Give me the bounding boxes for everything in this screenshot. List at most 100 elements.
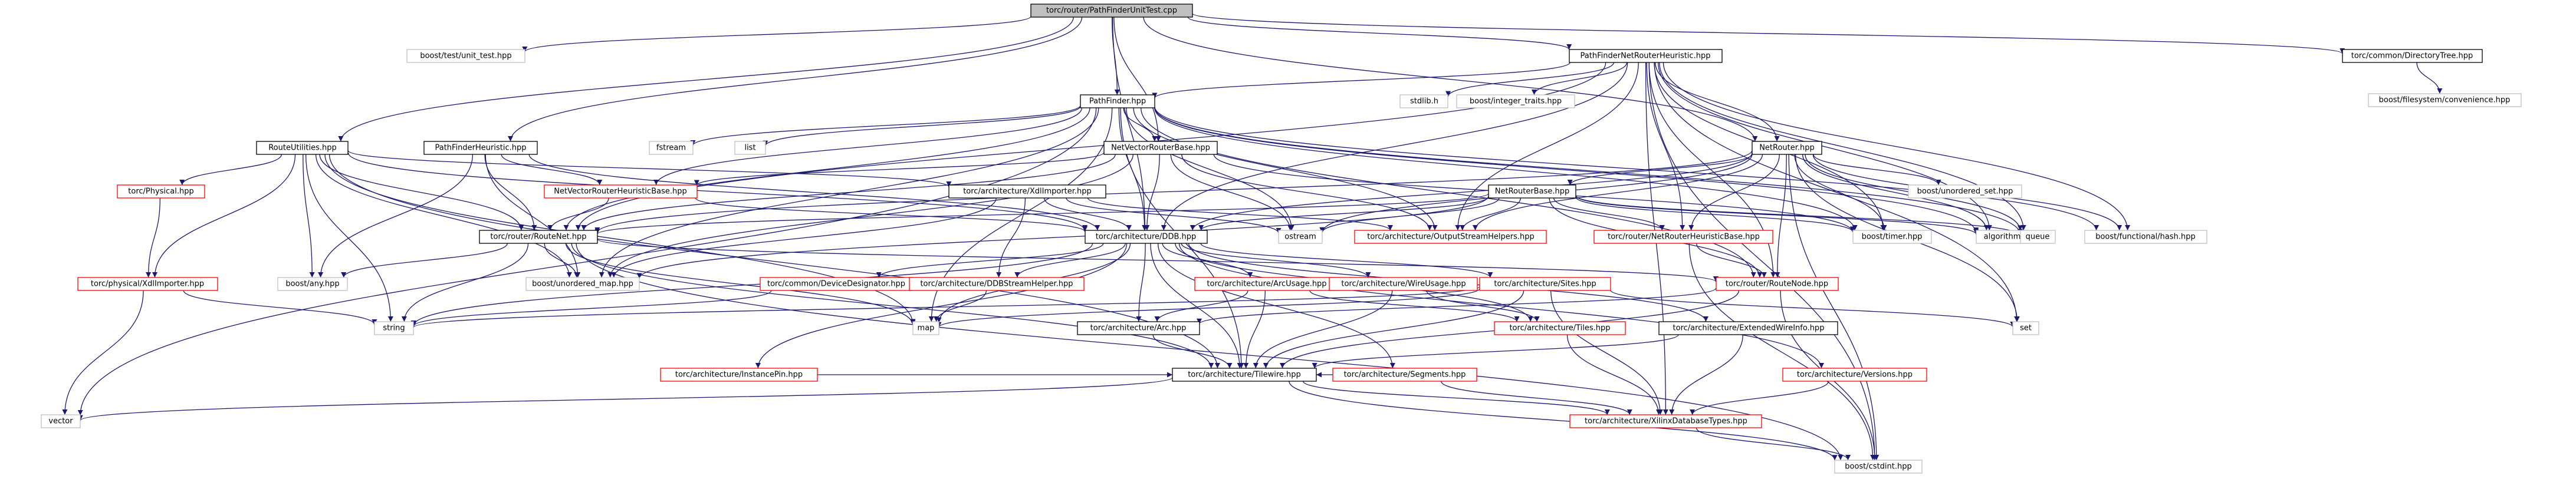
node-tiles[interactable]: torc/architecture/Tiles.hpp [1494,321,1626,335]
node-unit-test[interactable]: boost/test/unit_test.hpp [406,49,525,63]
edge-pfnrh-to-stdlib [1445,62,1615,97]
node-box [77,277,218,291]
node-xdlimp[interactable]: torc/architecture/XdlImporter.hpp [948,184,1106,199]
node-cstdint[interactable]: boost/cstdint.hpp [1834,460,1923,474]
node-box [1085,230,1208,244]
node-segments[interactable]: torc/architecture/Segments.hpp [1332,368,1477,382]
edge-pathfinder-to-routenet [563,107,1090,231]
node-pfnrh[interactable]: PathFinderNetRouterHeuristic.hpp [1569,49,1723,63]
node-sites[interactable]: torc/architecture/Sites.hpp [1479,277,1611,291]
edge-netrouterbase-to-routenet [594,193,1489,234]
node-label: torc/architecture/Arc.hpp [1090,324,1187,333]
edge-ddb-to-sites [1200,243,1493,278]
edge-netrouter-to-ddb [1190,153,1753,231]
edge-devdes-to-string [410,290,772,327]
edge-nrhb-to-routenode [1696,243,1767,278]
node-unordset[interactable]: boost/unordered_set.hpp [1908,184,2022,199]
edge-netrouterbase-to-osh [1460,197,1521,231]
node-physical[interactable]: torc/Physical.hpp [117,184,205,199]
node-instpin[interactable]: torc/architecture/InstancePin.hpp [660,368,818,382]
edge-ddb-to-string [410,243,1093,326]
node-ostream[interactable]: ostream [1278,230,1323,244]
node-vector[interactable]: vector [41,414,81,428]
node-arcusage[interactable]: torc/architecture/ArcUsage.hpp [1194,277,1339,291]
node-root[interactable]: torc/router/PathFinderUnitTest.cpp [1030,4,1193,18]
edge-routeutil-to-map [324,154,916,325]
node-routenet[interactable]: torc/router/RouteNet.hpp [479,230,598,244]
node-label: ostream [1284,233,1316,242]
edge-routeutil-to-xdlimp [347,150,952,187]
node-wireusage[interactable]: torc/architecture/WireUsage.hpp [1329,277,1478,291]
node-fsconv[interactable]: boost/filesystem/convenience.hpp [2368,93,2522,107]
node-pfheur[interactable]: PathFinderHeuristic.hpp [423,141,538,155]
node-label: NetVectorRouterHeuristicBase.hpp [554,187,686,196]
node-label: boost/any.hpp [285,280,339,289]
node-box [1852,230,1932,244]
node-label: torc/architecture/XdlImporter.hpp [963,187,1092,196]
edge-nvrb-to-routenet [581,154,1116,231]
edge-netrouterbase-to-nrhb [1553,197,1665,231]
node-algorithm[interactable]: algorithm [1976,230,2029,244]
node-box [2020,230,2056,244]
edge-pathfinder-to-ostream [1126,107,1294,231]
node-ddbsh[interactable]: torc/architecture/DDBStreamHelper.hpp [909,277,1085,291]
node-funchash[interactable]: boost/functional/hash.hpp [2084,230,2207,244]
node-box [1329,277,1478,291]
node-netrouter[interactable]: NetRouter.hpp [1752,141,1822,155]
node-nvrhb[interactable]: NetVectorRouterHeuristicBase.hpp [544,184,698,199]
edge-routeutil-to-unordmap [315,154,572,278]
edge-root-to-ddb [1112,16,1148,231]
node-stdlib[interactable]: stdlib.h [1399,94,1448,108]
edge-tiles-to-xdbt [1566,334,1662,415]
node-box [256,141,349,155]
node-label: torc/architecture/DDBStreamHelper.hpp [920,280,1073,289]
node-inttraits[interactable]: boost/integer_traits.hpp [1456,94,1575,108]
node-physxdl[interactable]: torc/physical/XdlImporter.hpp [77,277,218,291]
node-box [1456,94,1575,108]
edge-xdlimp-to-ddbsh [996,197,1026,278]
node-label: boost/timer.hpp [1862,233,1923,242]
node-routeutil[interactable]: RouteUtilities.hpp [256,141,349,155]
node-label: torc/architecture/ArcUsage.hpp [1207,280,1326,289]
node-unordmap[interactable]: boost/unordered_map.hpp [525,277,640,291]
node-dirtree[interactable]: torc/common/DirectoryTree.hpp [2342,49,2483,63]
edge-routeutil-to-physxdl [152,154,296,278]
node-box [1834,460,1923,474]
node-devdes[interactable]: torc/common/DeviceDesignator.hpp [760,277,914,291]
node-map[interactable]: map [912,321,939,335]
node-extwire[interactable]: torc/architecture/ExtendedWireInfo.hpp [1658,321,1838,335]
node-nvrb[interactable]: NetVectorRouterBase.hpp [1103,141,1218,155]
node-osh[interactable]: torc/architecture/OutputStreamHelpers.hp… [1354,230,1547,244]
node-versions[interactable]: torc/architecture/Versions.hpp [1782,368,1927,382]
node-set[interactable]: set [2012,321,2039,335]
node-timer[interactable]: boost/timer.hpp [1852,230,1932,244]
edge-routeutil-to-routenet [319,154,524,231]
node-box [2084,230,2207,244]
edge-segments-to-xdbt [1441,381,1632,415]
node-box [423,141,538,155]
node-fstream[interactable]: fstream [649,141,694,155]
edge-root-to-pfheur [508,16,1083,142]
node-label: torc/architecture/WireUsage.hpp [1341,280,1466,289]
edge-routenode-to-arc [1197,288,1717,325]
node-label: RouteUtilities.hpp [268,144,337,153]
node-xdbt[interactable]: torc/architecture/XilinxDatabaseTypes.hp… [1569,414,1762,428]
node-list[interactable]: list [734,141,766,155]
edge-ddb-to-arc [1136,243,1146,322]
node-ddb[interactable]: torc/architecture/DDB.hpp [1085,230,1208,244]
node-anyhpp[interactable]: boost/any.hpp [277,277,348,291]
node-arc[interactable]: torc/architecture/Arc.hpp [1077,321,1200,335]
edge-sites-to-xdbt [1550,290,1663,415]
node-box [406,49,525,63]
edge-netrouterbase-to-algorithm [1575,195,1979,234]
node-nrhb[interactable]: torc/router/NetRouterHeuristicBase.hpp [1593,230,1773,244]
node-string[interactable]: string [374,321,414,335]
node-queue[interactable]: queue [2020,230,2056,244]
node-tilewire[interactable]: torc/architecture/Tilewire.hpp [1172,368,1317,382]
edge-routeutil-to-physical [179,154,282,186]
node-netrouterbase[interactable]: NetRouterBase.hpp [1488,184,1576,199]
edge-xdbt-to-cstdint [1696,427,1851,461]
node-pathfinder[interactable]: PathFinder.hpp [1080,94,1155,108]
node-label: torc/architecture/DDB.hpp [1096,233,1197,242]
node-routenode[interactable]: torc/router/RouteNode.hpp [1716,277,1839,291]
